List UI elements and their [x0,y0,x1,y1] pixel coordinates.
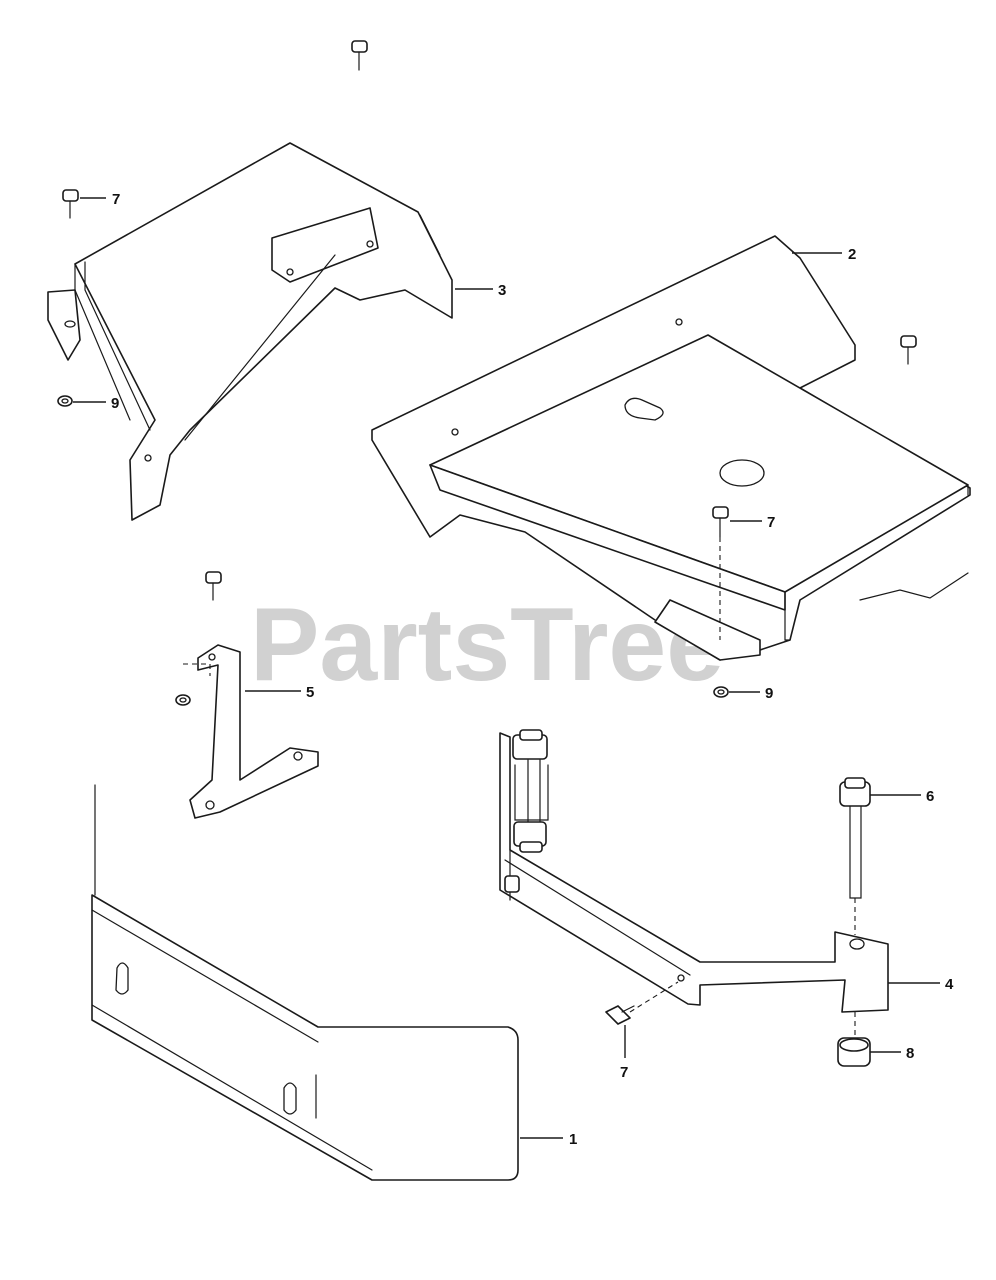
callout-6: 6 [926,788,934,805]
nut-8 [837,1037,871,1067]
part-5-stand-bracket [189,644,319,819]
callout-7-center: 7 [767,514,775,531]
bolt-7-bottom [605,1005,635,1025]
part-4-mounting-bracket [499,732,889,1013]
callout-5: 5 [306,684,314,701]
bolt-7-left [62,189,79,219]
part-2-cover-plate [371,235,971,661]
part-1-front-panel [91,784,519,1181]
part-4-side-nut [504,875,520,893]
dashed-part5 [183,663,211,676]
bolt-6 [839,777,871,899]
part-3-shield-bracket [47,142,453,521]
callout-2: 2 [848,246,856,263]
callout-7-left: 7 [112,191,120,208]
bolt-right-top [900,335,917,365]
bolt-top [351,40,368,71]
dashed-bolt-7-bottom [629,981,679,1013]
callout-3: 3 [498,282,506,299]
callout-8: 8 [906,1045,914,1062]
callout-7-bottom: 7 [620,1064,628,1081]
nut-9-center [713,686,729,698]
part-4-hex-bolt-upper [512,729,549,853]
callout-1: 1 [569,1131,577,1148]
callout-9-left: 9 [111,395,119,412]
bolt-part5 [205,571,222,601]
bolt-7-center [712,506,729,538]
callout-4: 4 [945,976,954,993]
nut-part5 [175,694,191,706]
callout-9-center: 9 [765,685,773,702]
nut-9-left [57,395,73,407]
